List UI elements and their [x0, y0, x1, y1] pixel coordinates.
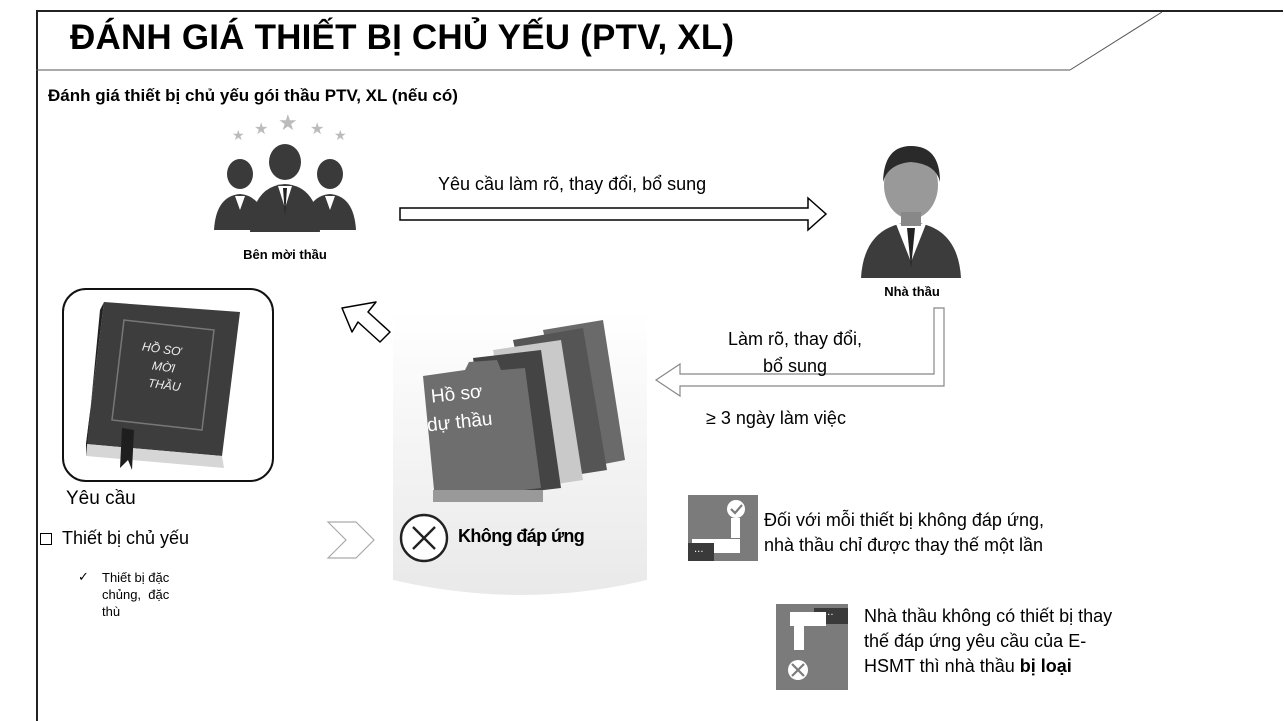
book-card: HỒ SƠ MỜI THẦU	[62, 288, 274, 482]
rule-reject-line-1: Nhà thầu không có thiết bị thay	[864, 606, 1113, 626]
checkmark-icon: ✓	[78, 570, 89, 585]
requirement-subitem-2: chủng, đặc	[102, 587, 170, 602]
book-icon	[86, 302, 240, 470]
rule-reject-line-2: thế đáp ứng yêu cầu của E-	[864, 631, 1087, 651]
header-divider	[36, 11, 1163, 71]
working-days-note: ≥ 3 ngày làm việc	[706, 408, 846, 428]
chevron-right-icon	[326, 521, 375, 559]
contractor-label: Nhà thầu	[884, 284, 940, 299]
rule-replace-line-1: Đối với mỗi thiết bị không đáp ứng,	[764, 510, 1045, 530]
requirement-item: Thiết bị chủ yếu	[62, 528, 190, 548]
rule-reject-line-3-text: HSMT thì nhà thầu	[864, 656, 1020, 676]
svg-text:★: ★	[334, 128, 347, 144]
requirements-heading: Yêu cầu	[66, 488, 136, 509]
status-label: Không đáp ứng	[458, 526, 585, 546]
svg-text:★: ★	[310, 119, 324, 138]
request-arrow	[399, 196, 828, 232]
page-subtitle: Đánh giá thiết bị chủ yếu gói thầu PTV, …	[48, 86, 458, 105]
folders-icon	[393, 310, 647, 595]
response-arrow-label-1: Làm rõ, thay đổi,	[727, 329, 863, 349]
page-title: ĐÁNH GIÁ THIẾT BỊ CHỦ YẾU (PTV, XL)	[70, 18, 735, 57]
request-arrow-label: Yêu cầu làm rõ, thay đổi, bổ sung	[438, 174, 707, 194]
group-of-people-icon: ★ ★ ★ ★ ★	[214, 112, 356, 232]
hand-x-icon: ···	[776, 604, 848, 690]
svg-text:★: ★	[232, 128, 245, 144]
x-circle-icon	[399, 513, 449, 563]
return-arrow	[341, 301, 391, 343]
businessman-icon	[861, 146, 961, 278]
checkbox-icon	[40, 533, 52, 545]
svg-text:★: ★	[278, 112, 298, 136]
svg-text:★: ★	[254, 119, 268, 138]
response-arrow	[654, 307, 945, 398]
svg-text:···: ···	[824, 610, 834, 621]
svg-text:···: ···	[694, 547, 704, 558]
rule-replace-line-2: nhà thầu chỉ được thay thế một lần	[764, 535, 1044, 555]
book-title-2: MỜI	[151, 358, 176, 376]
procuring-entity-label: Bên mời thầu	[243, 247, 327, 262]
rule-reject-line-3: HSMT thì nhà thầu bị loại	[864, 656, 1072, 677]
hand-check-icon: ···	[688, 495, 758, 561]
slide-frame	[36, 10, 1283, 721]
requirement-subitem-3: thù	[102, 604, 121, 619]
response-arrow-label-2: bổ sung	[762, 356, 828, 376]
rule-reject-emphasis: bị loại	[1019, 656, 1072, 676]
requirement-subitem-1: Thiết bị đặc	[102, 570, 170, 585]
bid-documents-card: Hồ sơ dự thầu	[393, 310, 647, 600]
